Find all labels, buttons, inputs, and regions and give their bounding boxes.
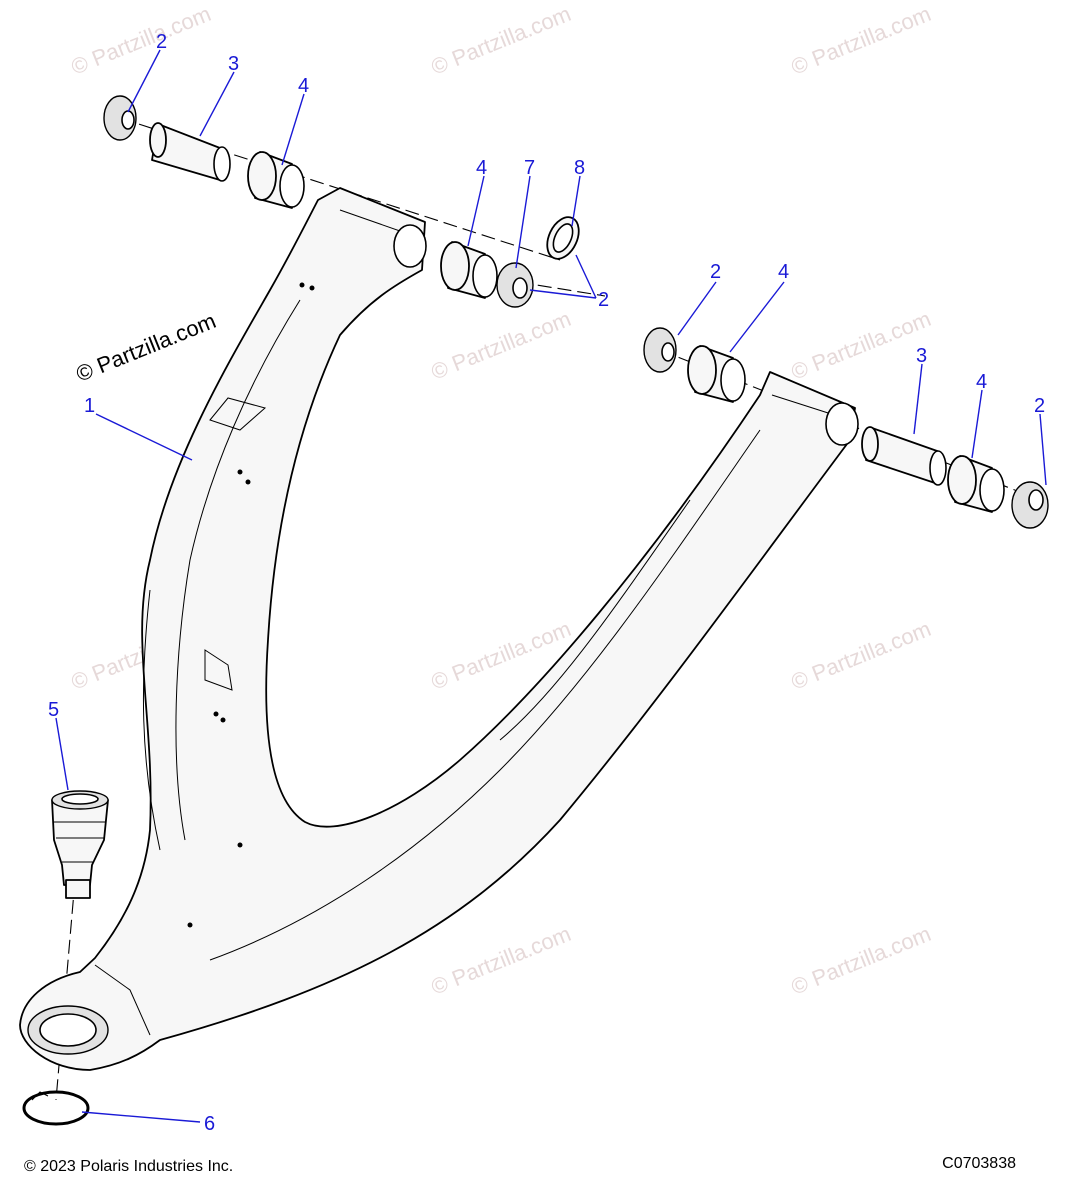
figure-code: C0703838 bbox=[942, 1155, 1016, 1172]
watermark: © Partzilla.com bbox=[788, 1, 935, 80]
bushing-cap bbox=[103, 95, 137, 141]
pivot-sleeve bbox=[149, 122, 231, 182]
callout-labels: 2 3 4 4 7 8 2 2 4 3 4 2 1 5 6 bbox=[48, 31, 1045, 1135]
callout-2: 2 bbox=[156, 31, 167, 53]
callout-7: 7 bbox=[524, 157, 535, 179]
pivot-bushing bbox=[440, 241, 498, 299]
watermark: © Partzilla.com bbox=[788, 306, 935, 385]
ball-joint bbox=[51, 790, 109, 899]
callout-4: 4 bbox=[976, 371, 987, 393]
watermark-dark: © Partzilla.com bbox=[73, 308, 220, 387]
watermark: © Partzilla.com bbox=[428, 1, 575, 80]
callout-4: 4 bbox=[778, 261, 789, 283]
callout-5: 5 bbox=[48, 699, 59, 721]
watermark: © Partzilla.com bbox=[428, 921, 575, 1000]
thrust-washer bbox=[546, 216, 580, 260]
bushing-cap bbox=[643, 327, 677, 373]
pivot-bushing bbox=[947, 455, 1005, 513]
copyright-notice: © 2023 Polaris Industries Inc. bbox=[24, 1158, 234, 1175]
a-arm bbox=[19, 187, 859, 1071]
callout-2: 2 bbox=[598, 289, 609, 311]
watermark: © Partzilla.com bbox=[68, 1, 215, 80]
bushing-cap bbox=[496, 262, 534, 308]
pivot-bushing bbox=[247, 151, 305, 209]
callout-6: 6 bbox=[204, 1113, 215, 1135]
pivot-sleeve bbox=[861, 426, 947, 486]
callout-2: 2 bbox=[1034, 395, 1045, 417]
leader-lines bbox=[55, 49, 1047, 1123]
callout-8: 8 bbox=[574, 157, 585, 179]
snap-ring bbox=[22, 1090, 90, 1126]
watermark: © Partzilla.com bbox=[428, 306, 575, 385]
watermark: © Partzilla.com bbox=[788, 616, 935, 695]
pivot-bushing bbox=[687, 345, 746, 403]
callout-4: 4 bbox=[476, 157, 487, 179]
watermark: © Partzilla.com bbox=[788, 921, 935, 1000]
callout-4: 4 bbox=[298, 75, 309, 97]
callout-1: 1 bbox=[84, 395, 95, 417]
bushing-cap bbox=[1011, 481, 1049, 529]
callout-2: 2 bbox=[710, 261, 721, 283]
callout-3: 3 bbox=[228, 53, 239, 75]
callout-3: 3 bbox=[916, 345, 927, 367]
